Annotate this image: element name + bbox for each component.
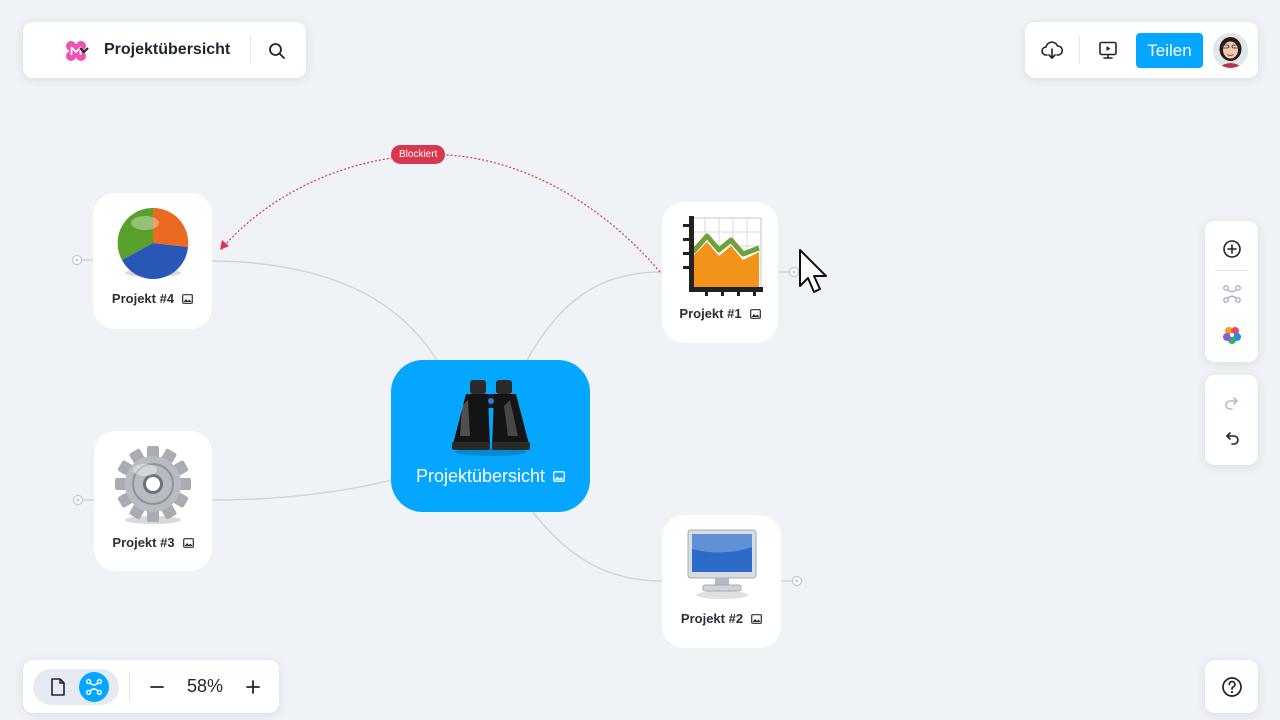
connector-root-projekt-4 [211,260,439,363]
image-icon[interactable] [749,308,761,319]
relation-label-badge[interactable]: Blockiert [391,145,446,164]
top-right-toolbar: Teilen [1025,22,1258,78]
gear-icon [112,443,194,525]
presentation-icon[interactable] [1095,37,1121,63]
root-node-label: Projektübersicht [415,466,546,486]
relation-line[interactable] [223,153,661,273]
node-label: Projekt #2 [680,611,744,626]
chevron-down-icon[interactable] [76,42,92,58]
image-icon[interactable] [182,293,193,304]
document-view-icon[interactable] [45,674,71,700]
top-left-toolbar: Projektübersicht [23,22,306,78]
cloud-download-icon[interactable] [1039,37,1065,63]
mindmap-logo-icon[interactable] [65,40,87,62]
node-projekt-1[interactable]: Projekt #1 [662,202,778,343]
user-avatar[interactable] [1213,33,1248,68]
node-label: Projekt #3 [112,535,175,550]
mindmap-view-icon[interactable] [79,672,109,702]
line-chart-icon [677,214,763,296]
undo-icon[interactable] [1218,424,1245,451]
relation-icon[interactable] [1218,280,1245,307]
right-toolbar-history [1205,375,1258,465]
connector-root-projekt-1 [525,271,663,363]
node-label: Projekt #1 [679,306,742,321]
bottom-left-toolbar: 58% [23,660,279,713]
node-projekt-4[interactable]: Projekt #4 [93,193,212,329]
node-projekt-2[interactable]: Projekt #2 [662,515,781,648]
image-icon[interactable] [751,613,762,624]
theme-palette-icon[interactable] [1218,321,1245,348]
zoom-level[interactable]: 58% [186,676,224,696]
search-icon[interactable] [264,38,290,64]
pie-chart-icon [115,205,191,281]
zoom-in-button[interactable] [240,674,266,700]
image-icon[interactable] [553,471,565,482]
document-title[interactable]: Projektübersicht [104,41,231,58]
node-label: Projekt #4 [111,291,175,306]
relation-arrowhead [220,240,229,250]
node-projekt-3[interactable]: Projekt #3 [94,431,212,571]
redo-icon[interactable] [1218,389,1245,416]
zoom-out-button[interactable] [144,674,170,700]
root-node[interactable]: Projektübersicht [391,360,590,512]
right-toolbar-top [1205,221,1258,362]
monitor-icon [685,527,759,601]
share-button[interactable]: Teilen [1136,33,1203,68]
mouse-cursor-icon [799,249,827,293]
connector-root-projekt-3 [211,479,393,501]
image-icon[interactable] [182,537,194,548]
connector-root-projekt-2 [531,510,663,582]
add-node-icon[interactable] [1218,235,1245,262]
binoculars-icon [448,376,534,458]
help-button[interactable] [1205,660,1258,713]
help-icon [1221,676,1242,697]
